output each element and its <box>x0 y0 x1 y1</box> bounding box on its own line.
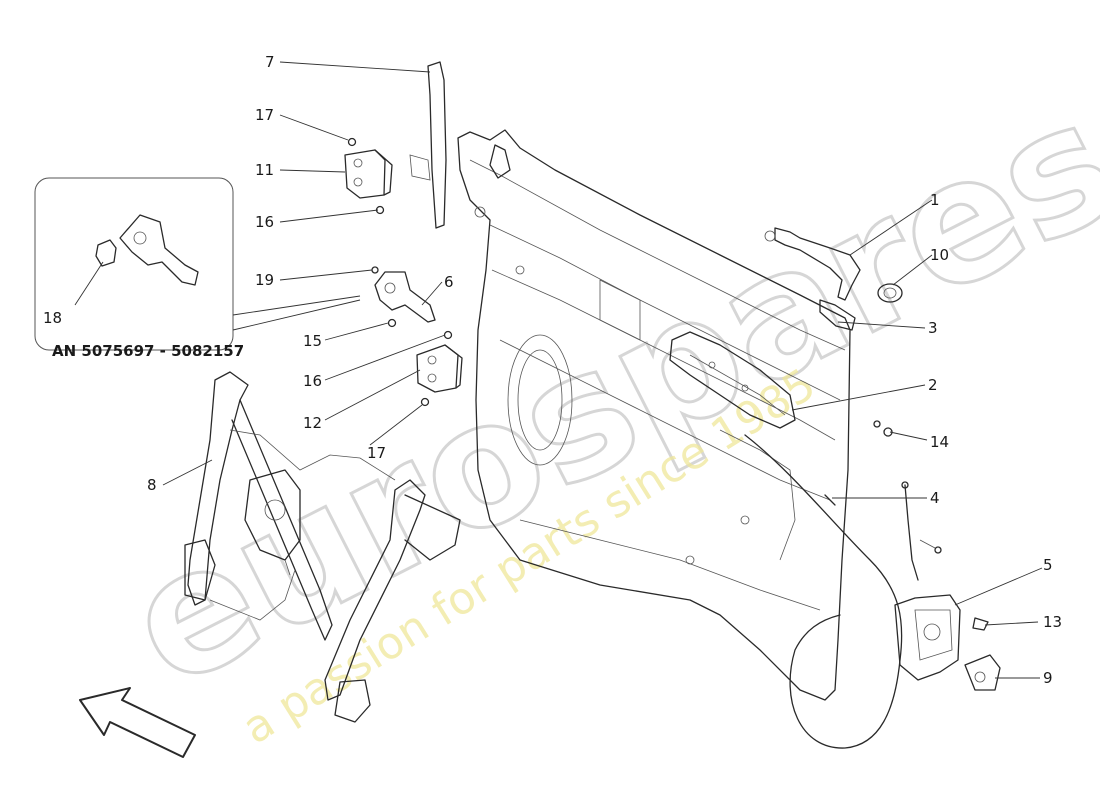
callout-13: 13 <box>1043 613 1062 631</box>
callout-9: 9 <box>1043 669 1053 687</box>
part-6-door-check <box>371 266 436 328</box>
callout-16-bottom: 16 <box>303 372 322 390</box>
callout-6: 6 <box>444 273 454 291</box>
part-13-screw <box>972 617 989 631</box>
callout-3: 3 <box>928 319 938 337</box>
callout-1: 1 <box>930 191 940 209</box>
callout-16-top: 16 <box>255 213 274 231</box>
part-11-upper-hinge <box>344 149 393 199</box>
part-2-handle-carrier <box>669 331 796 429</box>
part-10-lock-cylinder <box>877 283 903 303</box>
callout-10: 10 <box>930 246 949 264</box>
inset-box: AN 5075697 - 5082157 <box>34 177 244 360</box>
callout-5: 5 <box>1043 556 1053 574</box>
part-14-nut <box>873 420 893 437</box>
part-12-lower-hinge <box>416 330 463 407</box>
callout-7: 7 <box>265 53 275 71</box>
part-7-window-channel <box>409 61 447 229</box>
part-8-window-regulator <box>184 371 461 723</box>
callout-15: 15 <box>303 332 322 350</box>
direction-arrow <box>79 687 196 758</box>
callout-11: 11 <box>255 161 274 179</box>
part-18-check-variant <box>95 214 199 286</box>
part-5-door-latch <box>894 594 961 681</box>
callout-18: 18 <box>43 309 62 327</box>
part-9-striker <box>964 654 1001 691</box>
callout-4: 4 <box>930 489 940 507</box>
watermark-brand: eurospares <box>99 62 1100 726</box>
callouts: 7 17 11 16 19 15 16 12 17 6 8 18 1 10 3 … <box>43 53 1062 687</box>
callout-17-bottom: 17 <box>367 444 386 462</box>
door-inner-panel <box>457 129 851 701</box>
part-4-release-cables <box>744 434 942 749</box>
callout-14: 14 <box>930 433 949 451</box>
part-17-bolt <box>347 137 357 147</box>
callout-19: 19 <box>255 271 274 289</box>
part-1-exterior-handle <box>764 227 861 301</box>
inset-range-label: AN 5075697 - 5082157 <box>52 342 244 360</box>
callout-17-top: 17 <box>255 106 274 124</box>
part-3-gasket <box>819 299 856 331</box>
callout-12: 12 <box>303 414 322 432</box>
leader-lines <box>74 61 1043 679</box>
callout-8: 8 <box>147 476 157 494</box>
callout-2: 2 <box>928 376 938 394</box>
